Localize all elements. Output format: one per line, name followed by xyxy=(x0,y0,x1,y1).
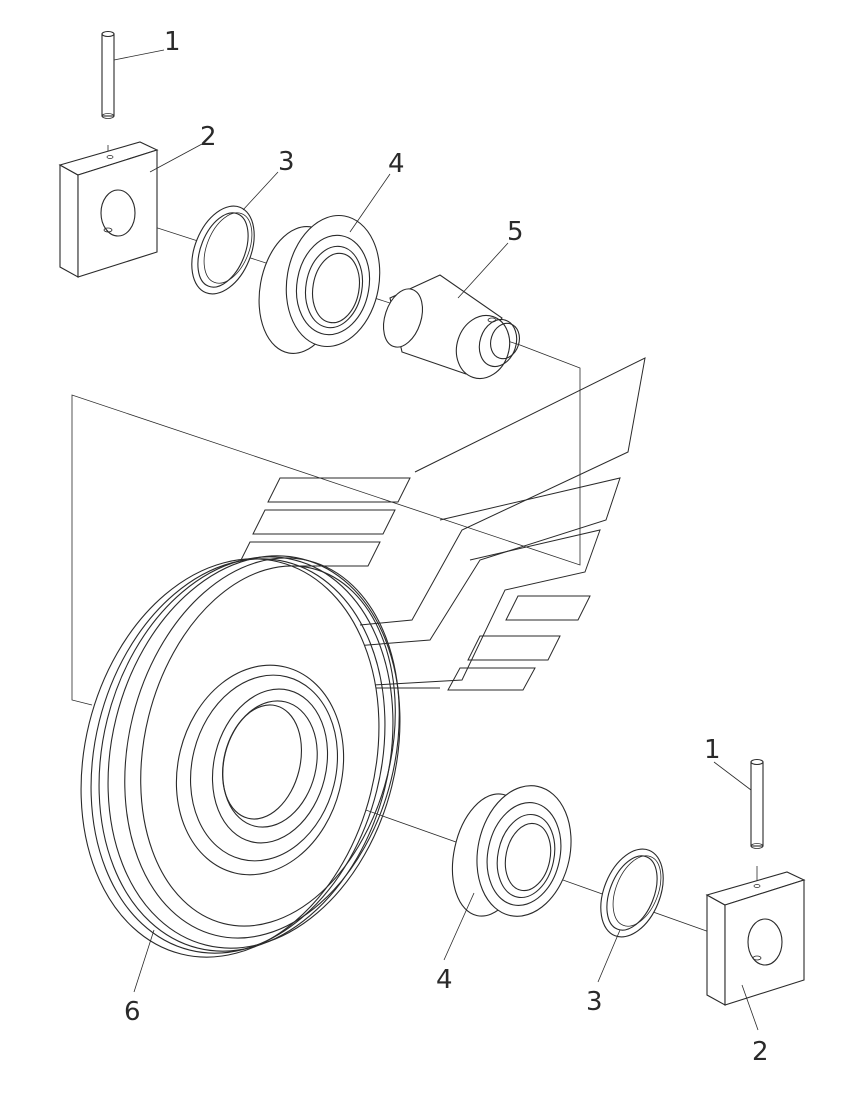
bottom-block xyxy=(705,871,806,1006)
top-pin xyxy=(101,30,115,119)
callout-2-bottom: 2 xyxy=(752,1037,769,1067)
callout-6: 6 xyxy=(124,997,141,1027)
bottom-bearing xyxy=(451,785,572,917)
top-block xyxy=(58,141,159,278)
callout-4-bottom: 4 xyxy=(436,965,453,995)
leader-lines xyxy=(113,49,759,1031)
callout-4-top: 4 xyxy=(388,149,405,179)
top-bearing xyxy=(258,214,381,354)
roller-wheel xyxy=(80,555,401,958)
callout-3-top: 3 xyxy=(278,147,295,177)
callout-1-top: 1 xyxy=(164,27,181,57)
callout-5: 5 xyxy=(507,217,524,247)
shaft xyxy=(382,274,520,380)
callout-2-top: 2 xyxy=(200,122,217,152)
callout-1-bottom: 1 xyxy=(704,735,721,765)
top-ring xyxy=(191,205,255,295)
bottom-pin xyxy=(750,758,764,849)
bottom-ring xyxy=(600,848,664,938)
callout-3-bottom: 3 xyxy=(586,987,603,1017)
